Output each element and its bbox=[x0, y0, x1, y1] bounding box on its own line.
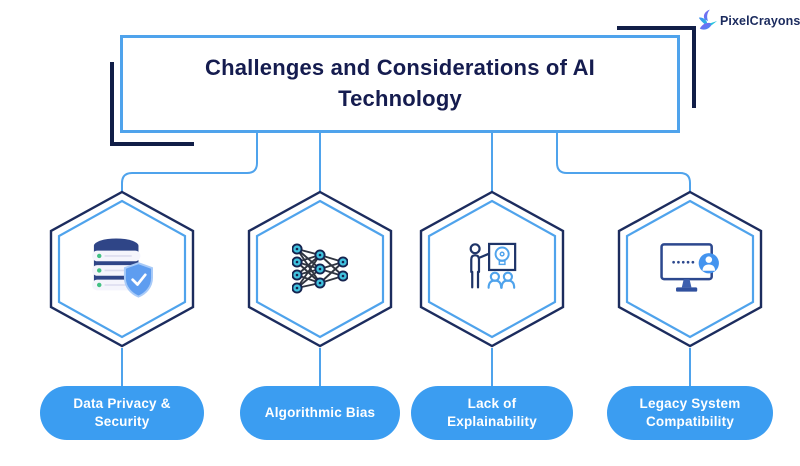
title-box: Challenges and Considerations of AI Tech… bbox=[120, 35, 680, 133]
corner-bracket-bottom-left bbox=[110, 62, 194, 146]
hex-card-data-privacy bbox=[47, 190, 197, 348]
monitor-user-icon bbox=[659, 242, 721, 296]
corner-bracket-top-right bbox=[617, 26, 696, 108]
presenter-lightbulb-icon bbox=[465, 241, 519, 297]
hex-card-legacy-systems bbox=[615, 190, 765, 348]
hex-card-explainability bbox=[417, 190, 567, 348]
label-pill-explainability: Lack of Explainability bbox=[411, 386, 573, 440]
brand-name: PixelCrayons bbox=[720, 13, 800, 28]
page-title: Challenges and Considerations of AI Tech… bbox=[204, 55, 595, 111]
brand-logo: PixelCrayons ® bbox=[698, 9, 800, 32]
label-pill-data-privacy: Data Privacy & Security bbox=[40, 386, 204, 440]
hex-card-algorithmic-bias bbox=[245, 190, 395, 348]
label-pill-legacy-systems: Legacy System Compatibility bbox=[607, 386, 773, 440]
database-shield-icon bbox=[91, 237, 153, 301]
neural-network-icon bbox=[292, 243, 348, 295]
label-pill-algorithmic-bias: Algorithmic Bias bbox=[240, 386, 400, 440]
hummingbird-icon bbox=[698, 9, 718, 32]
